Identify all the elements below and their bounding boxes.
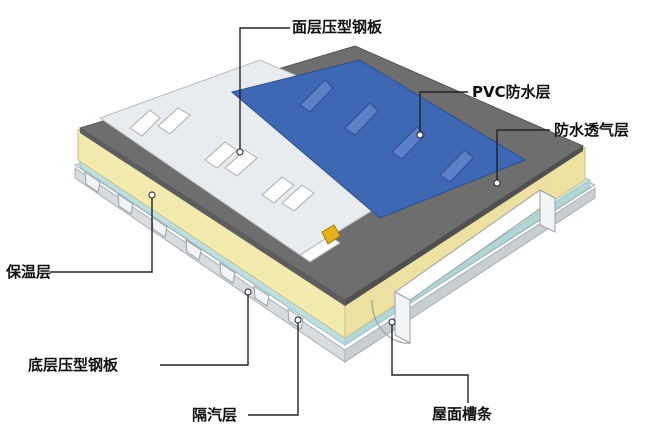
- label-pvc-layer: PVC防水层: [472, 83, 551, 101]
- label-roof-gutter: 屋面槽条: [432, 405, 493, 423]
- label-vapor-barrier: 隔汽层: [192, 406, 238, 424]
- label-bottom-steel-sheet: 底层压型钢板: [28, 356, 119, 374]
- pvc-waterproof-layer: [230, 59, 527, 219]
- label-top-steel-sheet: 面层压型钢板: [292, 18, 383, 36]
- leader-lines: [50, 27, 550, 416]
- label-breathable-layer: 防水透气层: [554, 121, 630, 139]
- label-insulation: 保温层: [6, 263, 52, 281]
